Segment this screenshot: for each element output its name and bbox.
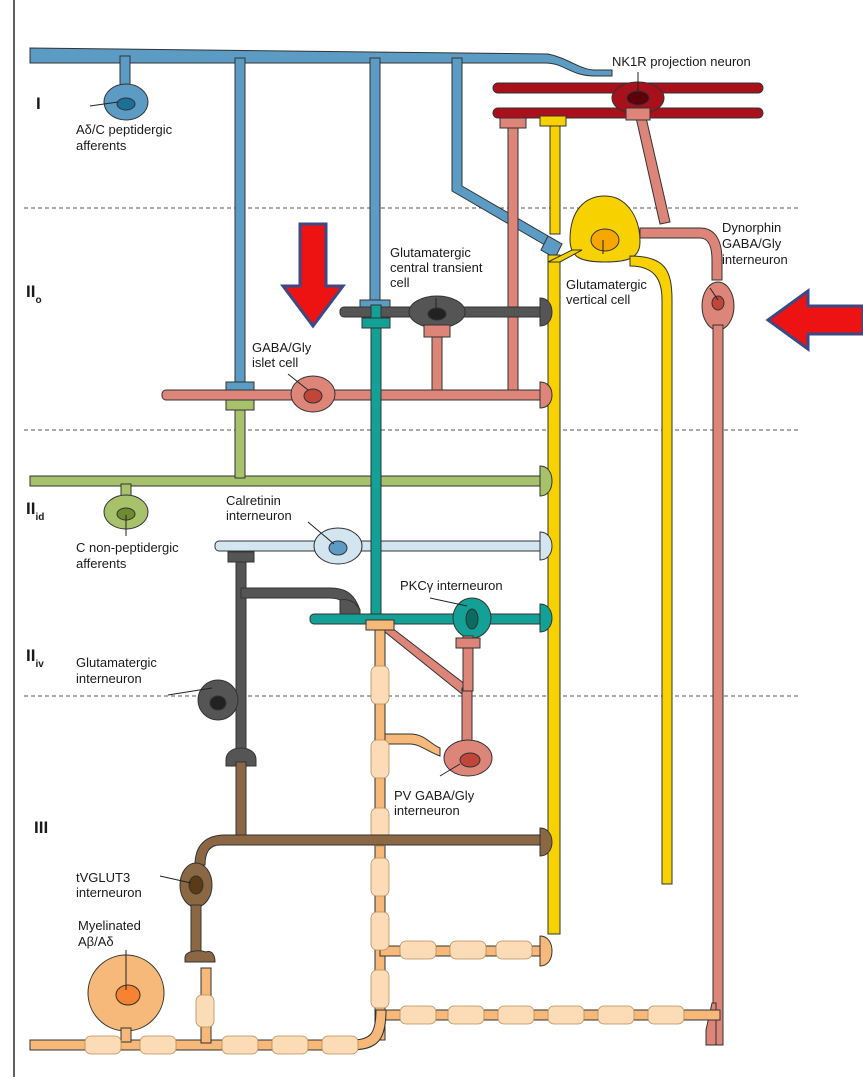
myelin-segments bbox=[84, 665, 685, 1055]
left-arrow-icon bbox=[765, 288, 863, 352]
label-pkc: PKCγ interneuron bbox=[400, 578, 503, 593]
calretinin-interneuron bbox=[214, 527, 553, 565]
glutamatergic-vertical-cell bbox=[539, 115, 673, 935]
nk1r-projection-neuron bbox=[492, 81, 764, 225]
gaba-gly-islet-cell bbox=[161, 375, 553, 413]
lamina-IIo: IIo bbox=[26, 282, 42, 306]
dynorphin-interneuron bbox=[639, 227, 735, 1046]
leader-lines bbox=[89, 72, 719, 990]
label-nk1r: NK1R projection neuron bbox=[612, 54, 751, 69]
lamina-III: III bbox=[34, 818, 48, 837]
lamina-IIiv: IIiv bbox=[26, 646, 44, 670]
tvglut3-interneuron bbox=[179, 761, 553, 963]
c-nonpeptidergic-afferent bbox=[29, 399, 553, 530]
lamina-IIid: IIid bbox=[26, 499, 44, 523]
pv-interneuron bbox=[383, 733, 493, 777]
glutamatergic-central-transient-cell bbox=[339, 295, 553, 393]
lamina-labels: I IIo IIid IIiv III bbox=[26, 94, 48, 837]
adelta-c-peptidergic-afferent bbox=[29, 47, 613, 393]
glutamatergic-interneuron bbox=[197, 551, 361, 767]
lamina-I: I bbox=[36, 94, 41, 113]
down-arrow-icon bbox=[280, 222, 346, 329]
neurons bbox=[29, 47, 764, 1055]
